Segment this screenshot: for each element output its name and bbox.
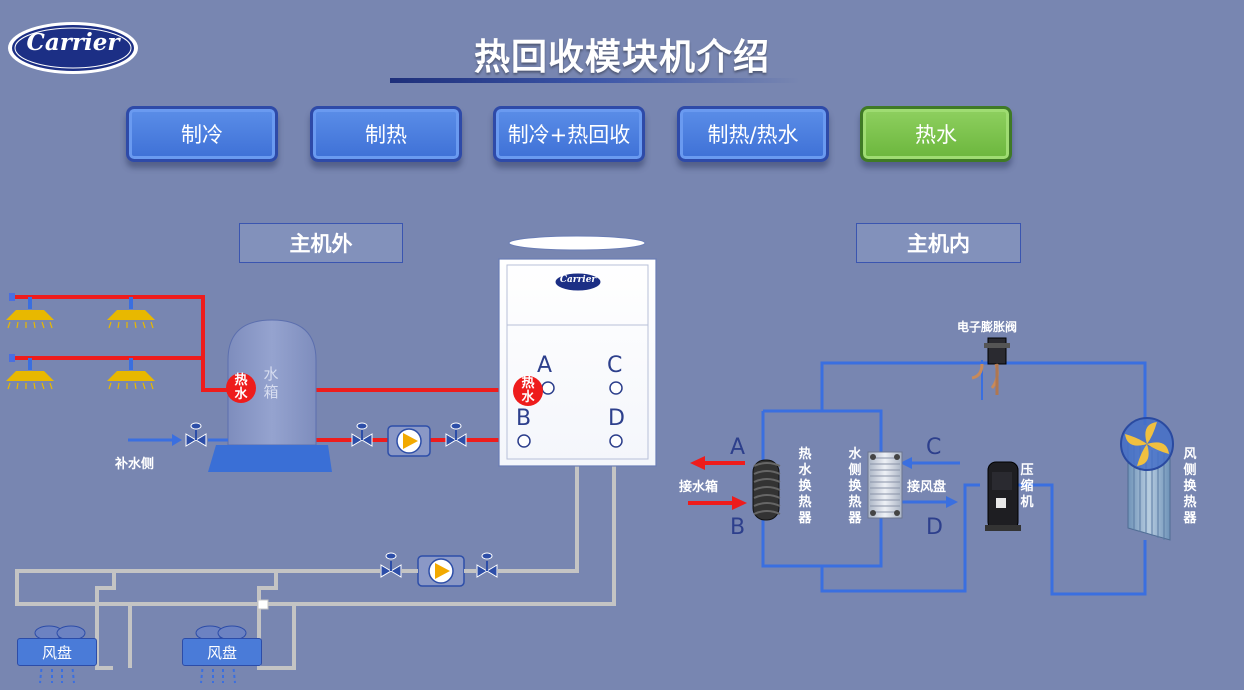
unit-port-d: D xyxy=(608,406,625,431)
carrier-logo: Carrier xyxy=(6,20,140,76)
makeup-water-line xyxy=(128,434,228,446)
tank-label: 水箱 xyxy=(263,365,279,401)
section-label-outside: 主机外 xyxy=(239,223,403,263)
to-tank-label: 接水箱 xyxy=(679,480,719,495)
pipe-junction xyxy=(257,599,269,610)
unit-port-a: A xyxy=(537,353,553,378)
water-tank xyxy=(208,319,332,472)
plate-heat-exchanger xyxy=(867,451,903,519)
valves xyxy=(185,422,498,578)
heat-recovery-unit xyxy=(498,235,657,467)
hot-water-hx-label: 热水换热器 xyxy=(798,447,812,526)
unit-port-b: B xyxy=(516,406,532,431)
air-side-hx-label: 风侧换热器 xyxy=(1183,447,1197,526)
sprinkler-heads xyxy=(6,297,155,390)
page-title: 热回收模块机介绍 xyxy=(473,37,770,78)
pump-chilled-water xyxy=(417,555,465,587)
makeup-water-label: 补水侧 xyxy=(115,457,155,472)
to-fancoil-label: 接风盘 xyxy=(907,480,947,495)
mode-button-heating-hot-water[interactable]: 制热/热水 xyxy=(677,106,829,162)
pump-hot-water xyxy=(387,425,431,457)
hx-port-d: D xyxy=(926,515,943,540)
unit-port-c: C xyxy=(607,353,623,378)
title-underline xyxy=(390,78,800,83)
hot-water-badge-tank: 热水 xyxy=(226,373,256,403)
mode-button-cooling-heat-recovery[interactable]: 制冷+热回收 xyxy=(493,106,645,162)
compressor-label: 压缩机 xyxy=(1020,463,1034,510)
hot-water-badge-unit: 热水 xyxy=(513,376,543,406)
mode-button-heating[interactable]: 制热 xyxy=(310,106,462,162)
unit-brand-text: Carrier xyxy=(559,275,597,285)
scroll-compressor xyxy=(985,461,1021,531)
expansion-valve xyxy=(971,337,1010,395)
fan-coil-label-2: 风盘 xyxy=(182,638,262,666)
section-label-inside: 主机内 xyxy=(856,223,1021,263)
hot-water-pipes xyxy=(10,295,520,442)
pipe-end-caps xyxy=(9,293,15,362)
air-side-heat-exchanger xyxy=(1120,417,1174,541)
water-side-hx-label: 水侧换热器 xyxy=(848,447,862,526)
mode-button-hot-water[interactable]: 热水 xyxy=(860,106,1012,162)
carrier-logo-graphic xyxy=(8,22,138,74)
flow-arrows xyxy=(688,456,960,510)
expansion-valve-label: 电子膨胀阀 xyxy=(957,320,1018,334)
refrigerant-loop xyxy=(761,360,1147,596)
hx-port-b: B xyxy=(730,515,746,540)
mode-button-cooling[interactable]: 制冷 xyxy=(126,106,278,162)
hx-port-c: C xyxy=(926,435,942,460)
coil-heat-exchanger xyxy=(752,459,781,521)
fan-coil-label-1: 风盘 xyxy=(17,638,97,666)
carrier-logo-text: Carrier xyxy=(26,29,120,56)
hx-port-a: A xyxy=(730,435,746,460)
